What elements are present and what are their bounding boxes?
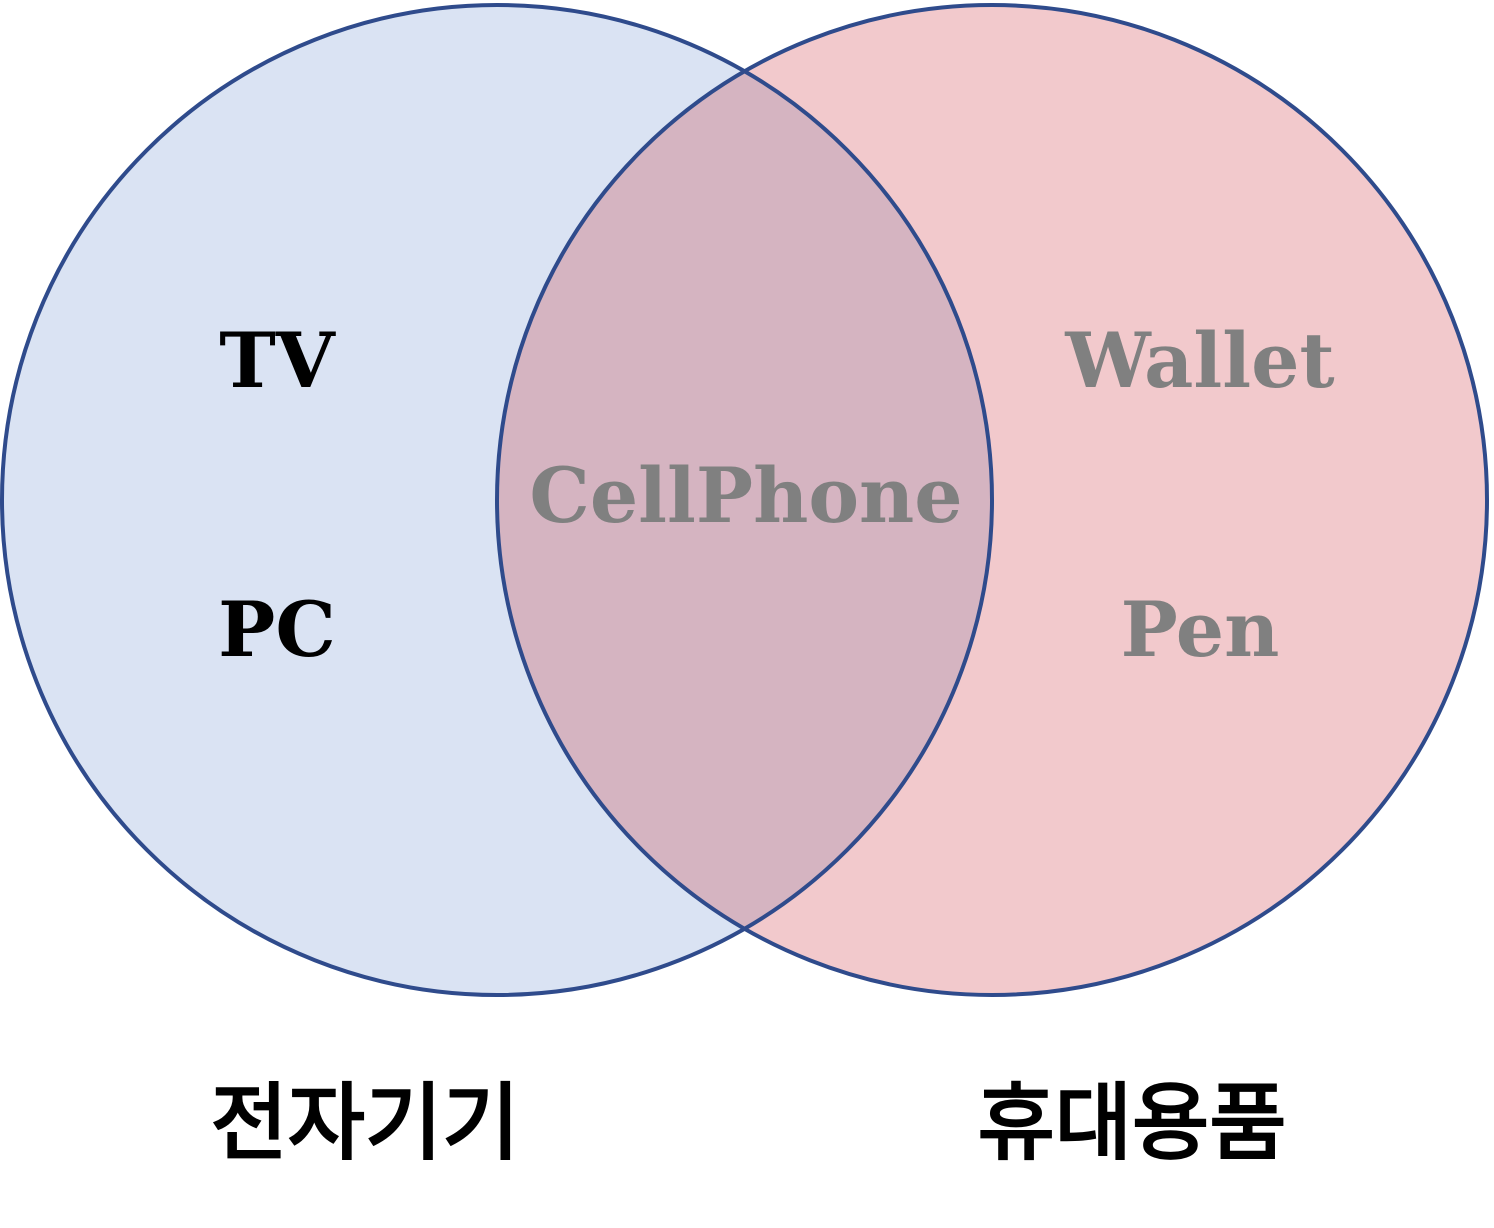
left-set-label: 전자기기 bbox=[210, 1074, 519, 1172]
right-set-label: 휴대용품 bbox=[977, 1074, 1286, 1172]
left-item-pc: PC bbox=[218, 585, 336, 674]
intersection-region bbox=[497, 5, 992, 995]
right-item-pen: Pen bbox=[1121, 585, 1280, 674]
right-item-wallet: Wallet bbox=[1064, 316, 1334, 405]
left-set-outline bbox=[0, 3, 994, 997]
intersection-item-cellphone: CellPhone bbox=[529, 451, 962, 540]
right-set-outline bbox=[495, 3, 1489, 997]
left-item-tv: TV bbox=[219, 316, 337, 405]
